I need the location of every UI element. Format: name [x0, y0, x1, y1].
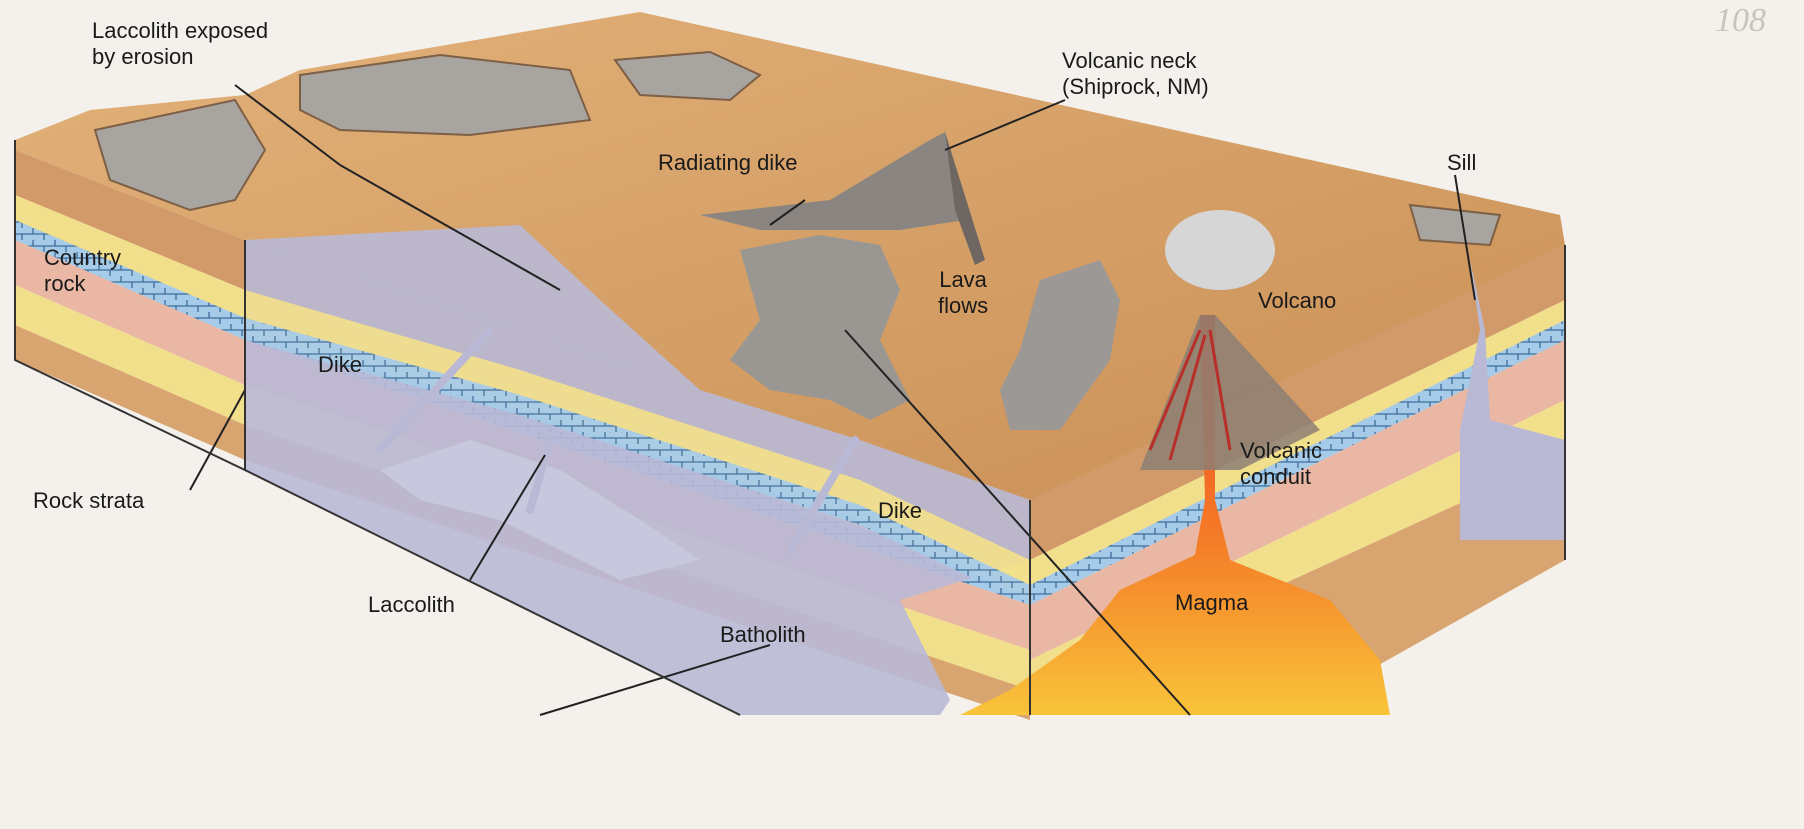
volcano-plume — [1165, 210, 1275, 290]
label-rock-strata: Rock strata — [33, 488, 144, 514]
label-volcanic-neck: Volcanic neck (Shiprock, NM) — [1062, 48, 1209, 100]
label-radiating-dike: Radiating dike — [658, 150, 797, 176]
label-lava-flows: Lava flows — [938, 267, 988, 319]
label-laccolith-exposed: Laccolith exposed by erosion — [92, 18, 268, 70]
label-magma: Magma — [1175, 590, 1248, 616]
page-number: 108 — [1715, 8, 1766, 34]
label-dike-left: Dike — [318, 352, 362, 378]
label-country-rock: Country rock — [44, 245, 121, 297]
label-volcano: Volcano — [1258, 288, 1336, 314]
label-laccolith: Laccolith — [368, 592, 455, 618]
label-dike-right: Dike — [878, 498, 922, 524]
label-sill: Sill — [1447, 150, 1476, 176]
label-volcanic-conduit: Volcanic conduit — [1240, 438, 1322, 490]
label-batholith: Batholith — [720, 622, 806, 648]
